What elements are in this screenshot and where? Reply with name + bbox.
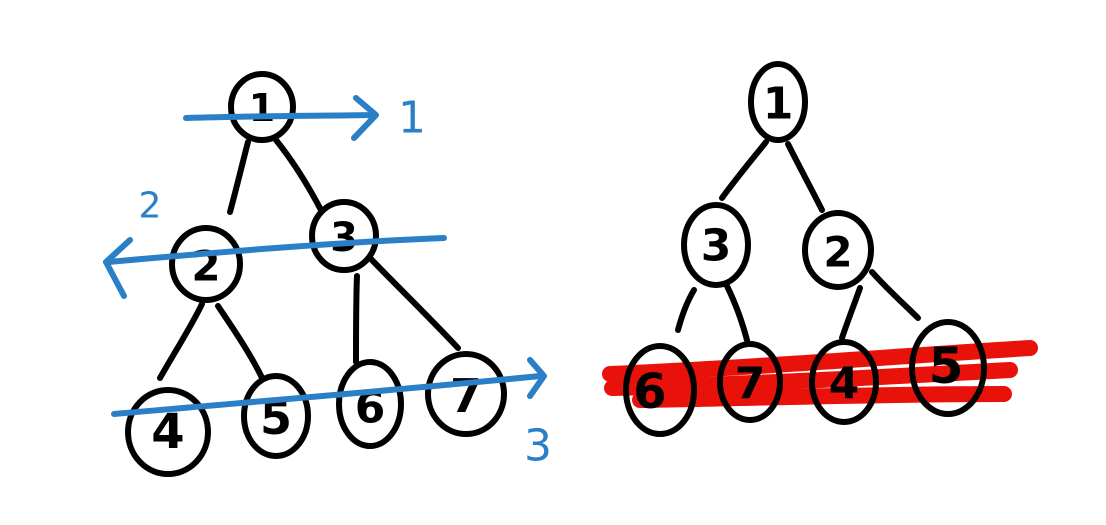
left-tree-edges <box>157 137 461 385</box>
left-node-7-label: 7 <box>450 369 482 423</box>
edge-2-5 <box>215 303 267 385</box>
right-node-4: 4 <box>809 339 879 425</box>
edge-1-3 <box>273 137 325 215</box>
right-node-2-label: 2 <box>823 228 852 277</box>
level-label-1: 1 <box>398 93 426 144</box>
edge-r3-r6 <box>675 287 697 333</box>
left-node-2: 2 <box>169 225 243 303</box>
edge-3-6 <box>353 273 360 365</box>
right-node-2: 2 <box>802 210 874 290</box>
right-node-3: 3 <box>681 202 751 288</box>
level-3-arrow-right <box>111 357 547 417</box>
left-tree: 1 2 3 4 5 6 7 <box>125 71 507 477</box>
edge-2-4 <box>157 301 205 381</box>
level-1-arrow-right <box>183 95 379 141</box>
left-node-5: 5 <box>241 373 311 459</box>
right-tree: 1 3 2 6 7 4 5 <box>602 61 1038 437</box>
edge-r2-r5 <box>869 269 921 321</box>
right-node-7-label: 7 <box>735 359 766 410</box>
right-node-3-label: 3 <box>701 221 732 272</box>
edge-r2-r4 <box>839 285 863 341</box>
level-label-2: 2 <box>139 186 162 227</box>
right-node-6: 6 <box>623 343 697 437</box>
right-node-7: 7 <box>717 341 783 423</box>
left-node-1: 1 <box>228 71 296 143</box>
right-node-1: 1 <box>748 61 808 143</box>
left-node-7: 7 <box>425 351 507 437</box>
right-tree-edges <box>675 139 921 347</box>
edge-1-2 <box>227 139 251 215</box>
right-node-5-label: 5 <box>929 337 964 395</box>
left-node-2-label: 2 <box>191 242 220 291</box>
level-traversal-arrows: 1 2 3 <box>103 93 552 472</box>
edge-3-7 <box>367 255 461 351</box>
edge-r1-r3 <box>719 139 769 201</box>
right-node-1-label: 1 <box>763 79 794 130</box>
edge-r3-r7 <box>723 281 751 347</box>
left-node-4: 4 <box>125 387 211 477</box>
left-node-4-label: 4 <box>151 404 184 460</box>
left-node-6: 6 <box>336 359 404 449</box>
right-node-4-label: 4 <box>829 359 860 410</box>
edge-r1-r2 <box>785 141 825 213</box>
level-2-arrow-left <box>103 235 447 299</box>
bottom-level-highlight <box>602 340 1038 408</box>
left-node-1-label: 1 <box>249 86 275 130</box>
left-node-3-label: 3 <box>330 215 358 261</box>
right-node-5: 5 <box>909 319 987 417</box>
level-label-3: 3 <box>524 421 552 472</box>
right-node-6-label: 6 <box>633 364 666 420</box>
left-node-3: 3 <box>309 199 379 273</box>
